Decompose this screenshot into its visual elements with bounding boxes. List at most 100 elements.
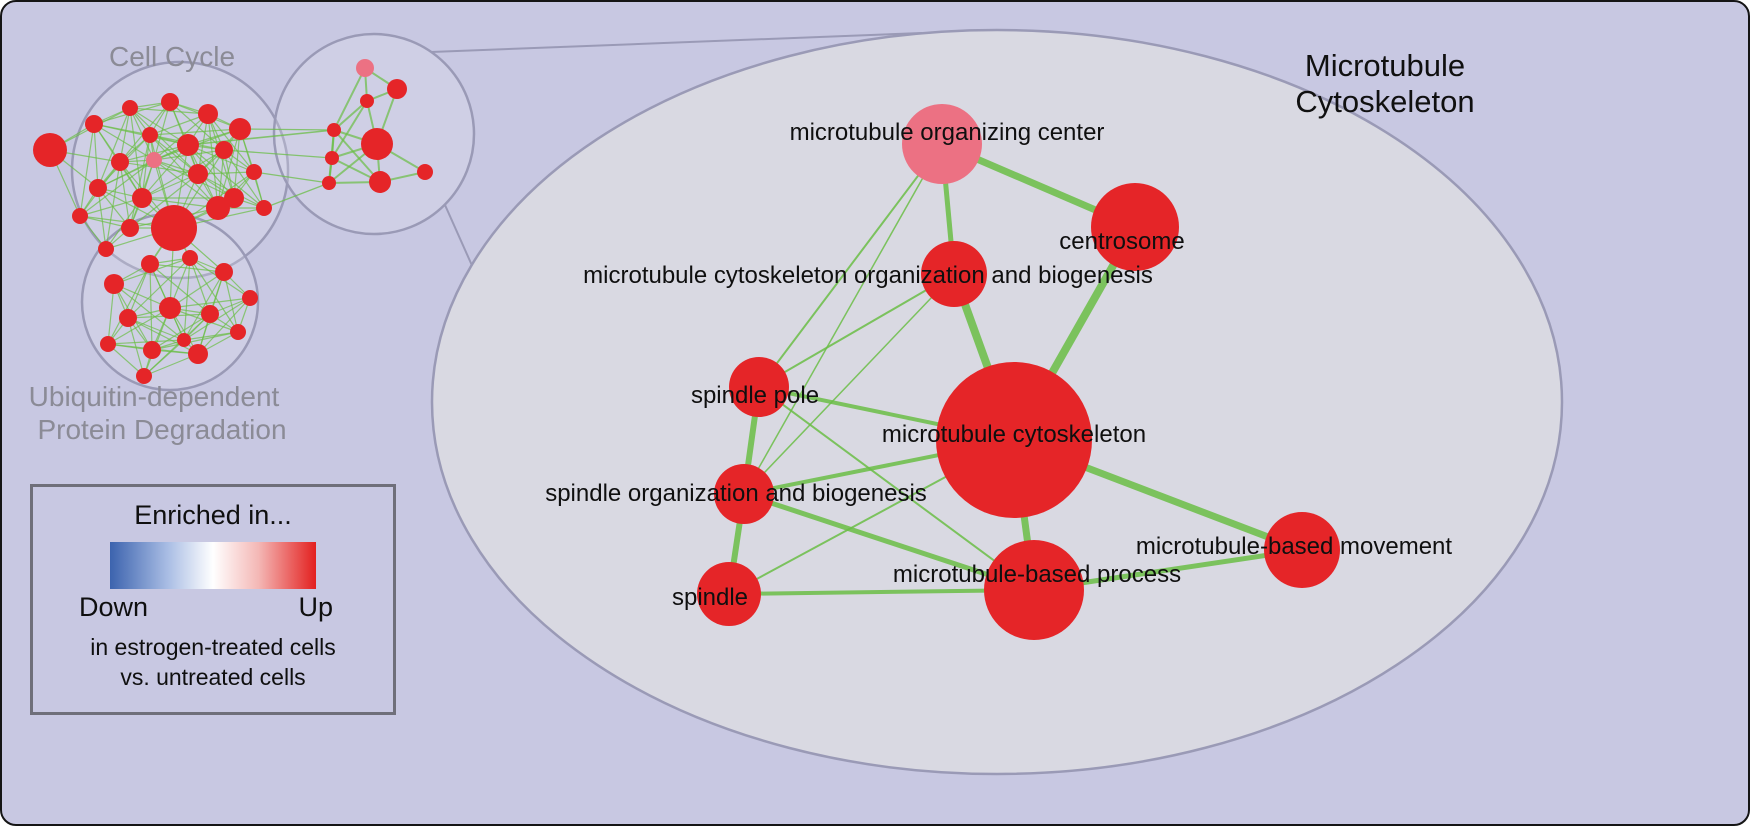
zoom-edge-microtubule-organizing-center--spindle-organization-and-biogenesis bbox=[743, 143, 943, 495]
overview-node-microtubule-cytoskeleton-mini-3[interactable] bbox=[327, 123, 341, 137]
node-label-spindle-organization-and-biogenesis: spindle organization and biogenesis bbox=[545, 480, 927, 507]
overview-node-ubiquitin-dependent-protein-degradation-13[interactable] bbox=[177, 333, 191, 347]
overview-node-ubiquitin-dependent-protein-degradation-8[interactable] bbox=[230, 324, 246, 340]
overview-node-microtubule-cytoskeleton-mini-8[interactable] bbox=[369, 171, 391, 193]
overview-node-cell-cycle-9[interactable] bbox=[111, 153, 129, 171]
overview-node-cell-cycle-17[interactable] bbox=[121, 219, 139, 237]
overview-edge bbox=[79, 123, 95, 217]
overview-node-ubiquitin-dependent-protein-degradation-2[interactable] bbox=[182, 250, 198, 266]
zoom-node-microtubule-cytoskeleton-organization-and-biogenesis[interactable] bbox=[921, 241, 987, 307]
overview-node-ubiquitin-dependent-protein-degradation-9[interactable] bbox=[100, 336, 116, 352]
overview-edge bbox=[207, 113, 255, 173]
overview-node-ubiquitin-dependent-protein-degradation-0[interactable] bbox=[104, 274, 124, 294]
zoom-node-centrosome[interactable] bbox=[1091, 183, 1179, 271]
overview-edge bbox=[143, 339, 185, 377]
overview-node-microtubule-cytoskeleton-mini-0[interactable] bbox=[356, 59, 374, 77]
zoom-node-spindle[interactable] bbox=[697, 562, 761, 626]
overview-node-microtubule-cytoskeleton-mini-6[interactable] bbox=[417, 164, 433, 180]
overview-node-ubiquitin-dependent-protein-degradation-7[interactable] bbox=[201, 305, 219, 323]
overview-node-ubiquitin-dependent-protein-degradation-6[interactable] bbox=[159, 297, 181, 319]
zoom-edge-spindle-pole--microtubule-based-process bbox=[758, 386, 1035, 591]
overview-edge bbox=[331, 100, 368, 159]
legend-subtitle-line2: vs. untreated cells bbox=[120, 664, 306, 691]
zoom-node-labels: microtubule organizing center centrosome… bbox=[545, 119, 1452, 611]
overview-node-cell-cycle-6[interactable] bbox=[142, 127, 158, 143]
overview-node-ubiquitin-dependent-protein-degradation-3[interactable] bbox=[215, 263, 233, 281]
overview-edge bbox=[129, 107, 209, 115]
overview-edge bbox=[107, 343, 145, 377]
overview-node-cell-cycle-18[interactable] bbox=[151, 205, 197, 251]
overview-node-cell-cycle-12[interactable] bbox=[246, 164, 262, 180]
legend-title: Enriched in... bbox=[134, 500, 292, 530]
overview-node-cell-cycle-10[interactable] bbox=[146, 152, 162, 168]
overview-node-microtubule-cytoskeleton-mini-1[interactable] bbox=[387, 79, 407, 99]
overview-node-ubiquitin-dependent-protein-degradation-4[interactable] bbox=[242, 290, 258, 306]
overview-node-microtubule-cytoskeleton-mini-5[interactable] bbox=[325, 151, 339, 165]
overview-edge bbox=[141, 173, 199, 199]
overview-node-cell-cycle-1[interactable] bbox=[85, 115, 103, 133]
overview-node-cell-cycle-19[interactable] bbox=[206, 196, 230, 220]
cluster-label-ubiquitin-line2: Protein Degradation bbox=[37, 414, 286, 445]
overview-node-cell-cycle-2[interactable] bbox=[122, 100, 138, 116]
overview-edge bbox=[107, 307, 171, 345]
zoom-node-microtubule-based-movement[interactable] bbox=[1264, 512, 1340, 588]
overview-edge bbox=[141, 197, 219, 209]
overview-node-ubiquitin-dependent-protein-degradation-11[interactable] bbox=[188, 344, 208, 364]
overview-node-cell-cycle-21[interactable] bbox=[98, 241, 114, 257]
overview-node-cell-cycle-15[interactable] bbox=[224, 188, 244, 208]
overview-node-microtubule-cytoskeleton-mini-4[interactable] bbox=[361, 128, 393, 160]
overview-node-ubiquitin-dependent-protein-degradation-5[interactable] bbox=[119, 309, 137, 327]
overview-edge bbox=[107, 263, 151, 345]
overview-edge bbox=[119, 107, 131, 163]
node-label-spindle: spindle bbox=[672, 584, 748, 611]
overview-node-cell-cycle-16[interactable] bbox=[72, 208, 88, 224]
overview-node-cell-cycle-11[interactable] bbox=[188, 164, 208, 184]
cluster-label-cell-cycle: Cell Cycle bbox=[109, 41, 235, 72]
overview-node-cell-cycle-13[interactable] bbox=[89, 179, 107, 197]
overview-node-cell-cycle-8[interactable] bbox=[215, 141, 233, 159]
zoom-node-microtubule-organizing-center[interactable] bbox=[902, 104, 982, 184]
overview-edge bbox=[129, 107, 199, 175]
overview-node-microtubule-cytoskeleton-mini-7[interactable] bbox=[322, 176, 336, 190]
overview-nodes bbox=[33, 59, 433, 384]
overview-edge bbox=[151, 331, 239, 351]
overview-bridge-edge bbox=[253, 171, 330, 184]
overview-node-cell-cycle-3[interactable] bbox=[161, 93, 179, 111]
overview-node-ubiquitin-dependent-protein-degradation-10[interactable] bbox=[143, 341, 161, 359]
node-label-microtubule-organizing-center: microtubule organizing center bbox=[790, 119, 1105, 146]
overview-node-microtubule-cytoskeleton-mini-2[interactable] bbox=[360, 94, 374, 108]
overview-edge bbox=[333, 67, 366, 131]
overview-bridge-edge bbox=[223, 149, 333, 159]
legend: Enriched in... Down Up in estrogen-treat… bbox=[30, 484, 396, 715]
zoom-edge-spindle--microtubule-based-process bbox=[728, 588, 1035, 596]
overview-node-cell-cycle-7[interactable] bbox=[177, 134, 199, 156]
zoom-node-microtubule-cytoskeleton[interactable] bbox=[936, 362, 1092, 518]
overview-edge bbox=[197, 297, 251, 355]
node-label-microtubule-cytoskeleton: microtubule cytoskeleton bbox=[882, 421, 1146, 448]
magnifier-line-0 bbox=[430, 32, 923, 53]
overview-node-cell-cycle-0[interactable] bbox=[33, 133, 67, 167]
zoom-node-spindle-pole[interactable] bbox=[729, 357, 789, 417]
overview-edge bbox=[149, 134, 199, 175]
overview-edge bbox=[149, 263, 211, 315]
overview-node-cell-cycle-4[interactable] bbox=[198, 104, 218, 124]
overview-node-ubiquitin-dependent-protein-degradation-12[interactable] bbox=[136, 368, 152, 384]
overview-edge bbox=[119, 161, 199, 175]
overview-edge bbox=[151, 313, 211, 351]
zoom-node-spindle-organization-and-biogenesis[interactable] bbox=[714, 464, 774, 524]
node-label-spindle-pole: spindle pole bbox=[691, 382, 819, 409]
zoom-node-microtubule-based-process[interactable] bbox=[984, 540, 1084, 640]
overview-node-cell-cycle-5[interactable] bbox=[229, 118, 251, 140]
cluster-label-ubiquitin-line1: Ubiquitin-dependent bbox=[29, 381, 280, 412]
overview-node-cell-cycle-20[interactable] bbox=[256, 200, 272, 216]
overview-node-cell-cycle-14[interactable] bbox=[132, 188, 152, 208]
node-label-centrosome: centrosome bbox=[1059, 228, 1184, 255]
zoom-edge-microtubule-cytoskeleton-organization-and-biogenesis--spindle-pole bbox=[758, 273, 955, 388]
overview-edge bbox=[183, 257, 191, 341]
overview-edge bbox=[183, 331, 239, 341]
legend-subtitle: in estrogen-treated cells vs. untreated … bbox=[33, 632, 393, 693]
overview-edge bbox=[169, 297, 251, 309]
overview-edge bbox=[97, 159, 155, 189]
overview-node-ubiquitin-dependent-protein-degradation-1[interactable] bbox=[141, 255, 159, 273]
